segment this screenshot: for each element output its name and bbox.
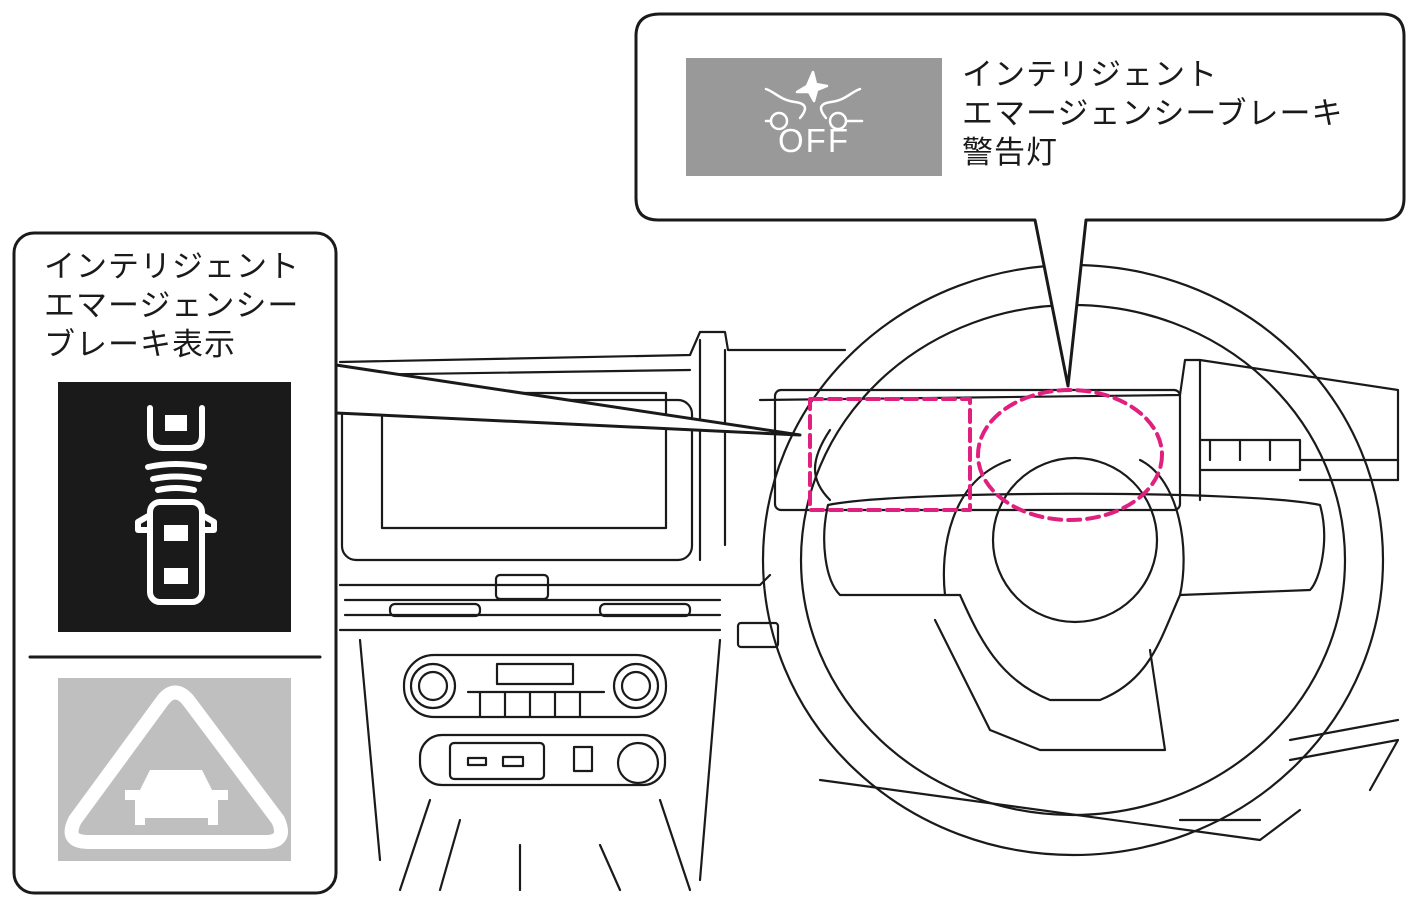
car-with-waves-icon [135,405,217,605]
collision-cars-icon [764,70,864,131]
display-label: インテリジェント エマージェンシー ブレーキ表示 [44,248,300,365]
label-line: ブレーキ表示 [44,327,236,363]
warning-light-highlight [976,388,1164,522]
display-callout-pointer [334,363,802,437]
display-highlight-box [808,397,972,512]
dashboard-illustration [338,330,1400,892]
warning-light-label: インテリジェント エマージェンシーブレーキ 警告灯 [962,56,1344,173]
warning-triangle-car-icon [64,685,288,849]
off-text: OFF [778,122,850,159]
label-line: インテリジェント [44,249,300,285]
label-line: エマージェンシー [44,288,300,324]
front-collision-warning-icon [58,678,291,861]
label-line: インテリジェント [962,57,1218,93]
label-line: エマージェンシーブレーキ [962,96,1344,132]
label-line: 警告灯 [962,135,1058,171]
instrument-cluster [773,388,1182,512]
